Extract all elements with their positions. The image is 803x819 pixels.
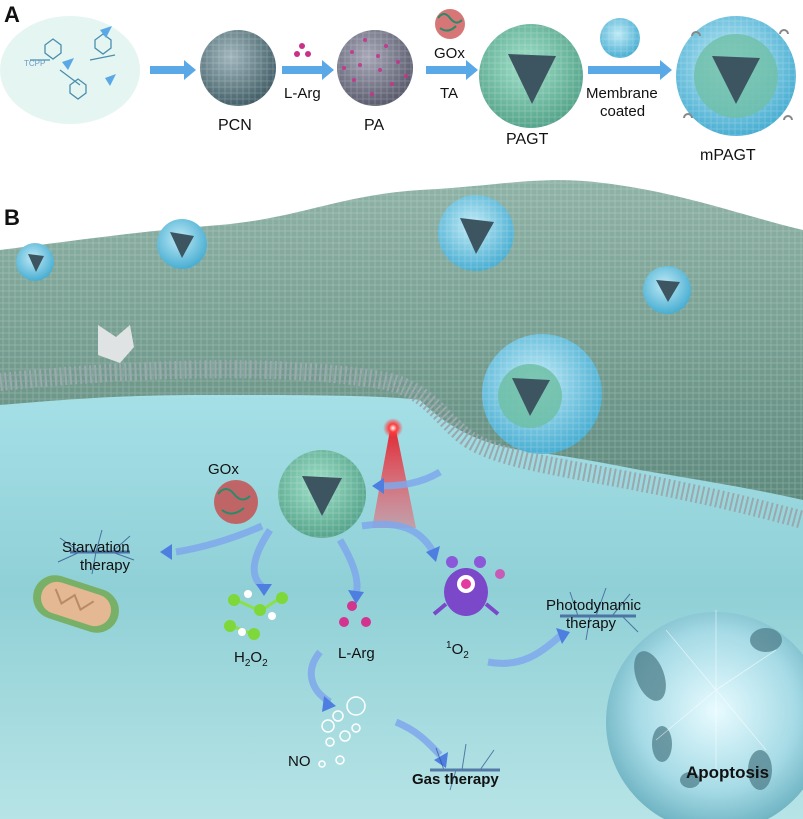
pa-sphere	[337, 30, 413, 106]
h2o2-molecules	[224, 590, 288, 640]
mpagt-label: mPAGT	[700, 147, 756, 164]
pagt-label: PAGT	[506, 131, 549, 148]
h2o2-label: H2O2	[234, 649, 268, 669]
pcn-label: PCN	[218, 117, 252, 134]
arrow-pa-pagt	[426, 60, 478, 80]
gox-label-a: GOx	[434, 45, 465, 62]
panel-a-label: A	[4, 2, 20, 27]
starvation-neuron	[57, 529, 135, 575]
mpagt-small-2	[157, 219, 207, 269]
pagt-particle	[479, 24, 583, 128]
pa-label: PA	[364, 117, 384, 134]
arrow-pcn-pa	[282, 60, 334, 80]
photodynamic-neuron	[560, 587, 639, 641]
mpagt-endocytosed	[482, 334, 602, 454]
starvation-label-2: therapy	[80, 557, 131, 574]
photodynamic-label-2: therapy	[566, 615, 617, 632]
membrane-coated-label-1: Membrane	[586, 85, 658, 102]
mitochondrion	[33, 575, 119, 633]
photodynamic-label-1: Photodynamic	[546, 597, 642, 614]
no-label: NO	[288, 753, 311, 770]
laser-beam	[372, 418, 416, 528]
mpagt-small-4	[643, 266, 691, 314]
panel-b-label: B	[4, 205, 20, 230]
gox-label-b: GOx	[208, 461, 239, 478]
larg-label-b: L-Arg	[338, 645, 375, 662]
gox-protein-b	[214, 480, 258, 524]
tcpp-molecules	[0, 16, 140, 124]
panel-b: B GOx Starvation therapy H2O2 L-Arg 1O2 …	[0, 180, 803, 819]
membrane-coated-label-2: coated	[600, 103, 645, 120]
membrane-fragment	[98, 325, 134, 363]
panel-a: TCPP	[0, 9, 796, 136]
arrowheads	[160, 478, 570, 768]
larg-label-a: L-Arg	[284, 85, 321, 102]
membrane-vesicle	[600, 18, 640, 58]
mpagt-small-3	[438, 195, 514, 271]
arrow-tcpp-pcn	[150, 60, 196, 80]
gas-therapy-label: Gas therapy	[412, 771, 499, 788]
ta-label: TA	[440, 85, 458, 102]
pagt-released	[278, 450, 366, 538]
singlet-oxygen-character	[432, 556, 505, 616]
gas-neuron	[430, 743, 500, 791]
singlet-oxygen-label: 1O2	[446, 640, 469, 661]
starvation-label-1: Starvation	[62, 539, 130, 556]
larg-dots	[294, 43, 311, 57]
lipid-bilayer	[0, 360, 803, 529]
apoptotic-cell	[606, 610, 803, 819]
tcpp-label: TCPP	[24, 59, 45, 68]
gox-protein-a	[435, 9, 465, 39]
no-bubbles	[318, 696, 366, 768]
mpagt-particle	[676, 16, 796, 136]
apoptosis-label: Apoptosis	[686, 763, 769, 782]
mpagt-small-1	[16, 243, 54, 281]
larg-molecules	[339, 601, 371, 627]
arrow-pagt-mpagt	[588, 60, 672, 80]
